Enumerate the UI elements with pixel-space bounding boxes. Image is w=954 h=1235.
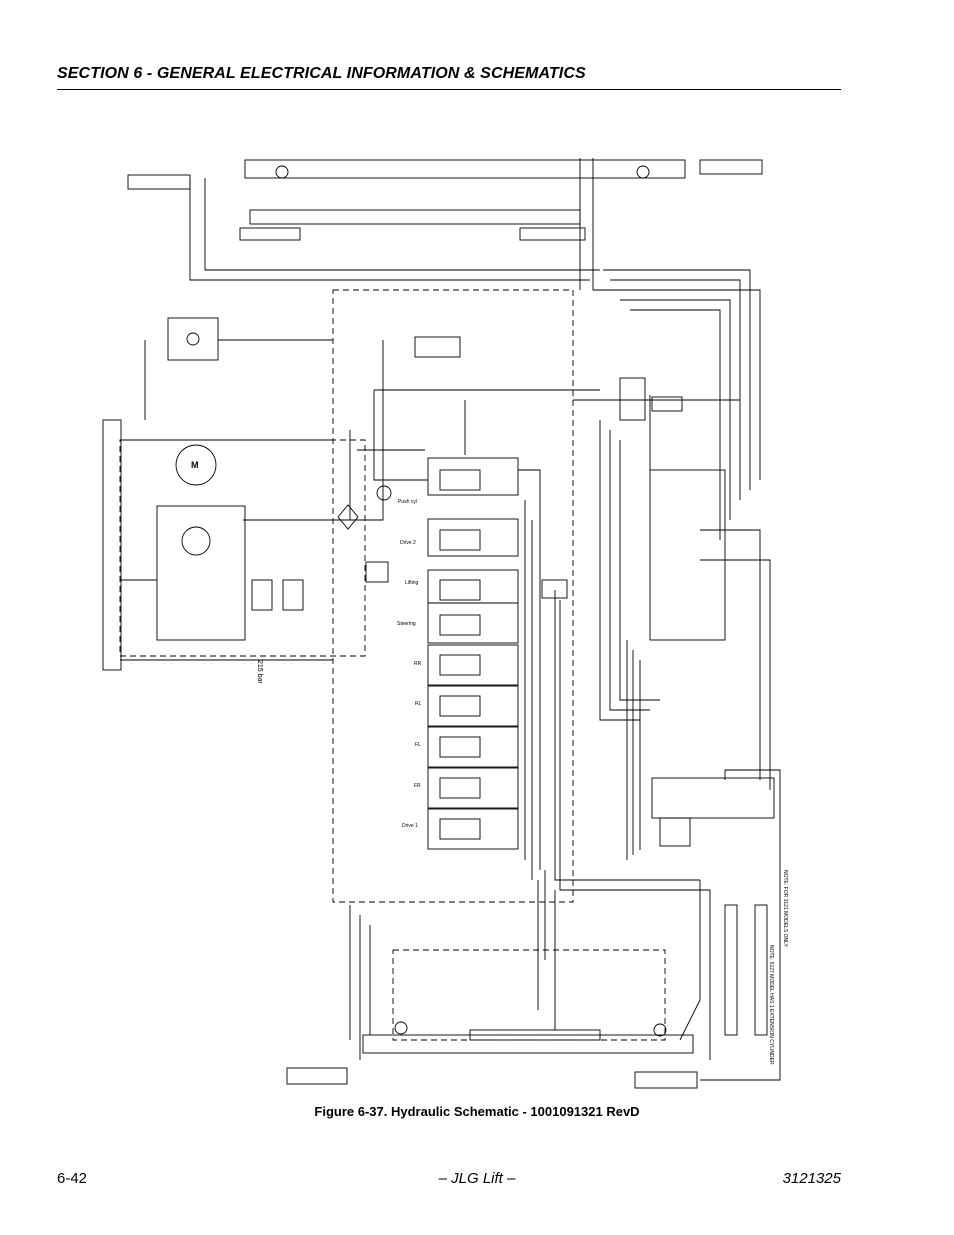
doc-number: 3121325 [782, 1170, 841, 1187]
label-pressure: 215 bar [256, 660, 263, 684]
label-drive-2: Drive 2 [400, 540, 416, 546]
note-2: NOTE: 5127 MODEL HAS 1 EXTENSION CYLINDE… [768, 945, 774, 1065]
section-title: SECTION 6 - GENERAL ELECTRICAL INFORMATI… [57, 65, 586, 82]
label-drive-1: Drive 1 [402, 823, 418, 829]
label-steering: Steering [397, 621, 416, 627]
label-lifting: Lifting [405, 580, 419, 586]
label-fr: FR [414, 783, 421, 789]
page-number: 6-42 [57, 1170, 88, 1187]
label-rl: RL [415, 701, 422, 707]
label-rr: RR [414, 661, 422, 667]
label-push-cyl: Push cyl [398, 499, 417, 505]
header-rule [57, 89, 841, 90]
footer-brand: – JLG Lift – [438, 1170, 516, 1187]
label-fl: FL [415, 742, 421, 748]
note-1: NOTE: FOR 3121 MODELS ONLY [782, 870, 788, 948]
label-motor: M [191, 460, 199, 470]
figure-caption: Figure 6-37. Hydraulic Schematic - 10010… [314, 1104, 640, 1119]
